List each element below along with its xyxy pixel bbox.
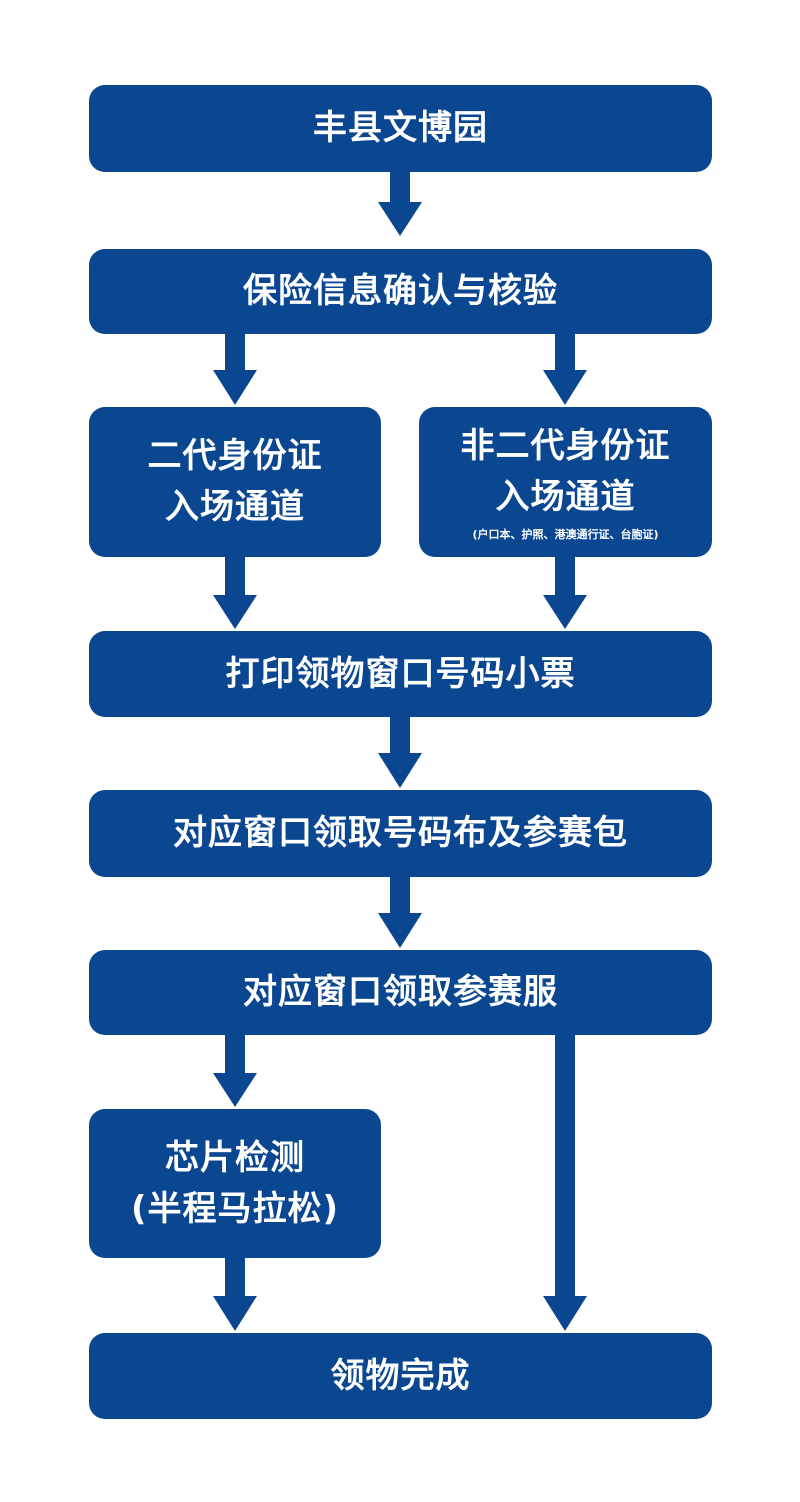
step-non-id2-channel-line1: 非二代身份证 <box>460 426 671 467</box>
step-print-ticket: 打印领物窗口号码小票 <box>89 631 712 717</box>
arrow-chip-to-complete <box>213 1258 257 1331</box>
step-insurance-check: 保险信息确认与核验 <box>89 249 712 334</box>
arrow-print-to-bib <box>378 717 422 788</box>
arrow-insurance-to-id2 <box>213 334 257 405</box>
arrow-id2-to-print <box>213 557 257 629</box>
step-non-id2-channel: 非二代身份证 入场通道 (户口本、护照、港澳通行证、台胞证) <box>419 407 712 557</box>
arrow-venue-to-insurance <box>378 172 422 236</box>
step-id2-channel-line1: 二代身份证 <box>147 436 323 476</box>
step-non-id2-channel-line2: 入场通道 <box>495 477 636 518</box>
step-id2-channel-line2: 入场通道 <box>165 487 305 527</box>
step-venue-label: 丰县文博园 <box>313 108 488 148</box>
step-complete: 领物完成 <box>89 1333 712 1419</box>
step-id2-channel: 二代身份证 入场通道 <box>89 407 381 557</box>
step-insurance-check-label: 保险信息确认与核验 <box>243 271 558 311</box>
arrow-bib-to-shirt <box>378 877 422 948</box>
step-non-id2-channel-note: (户口本、护照、港澳通行证、台胞证) <box>472 528 659 542</box>
step-collect-bib: 对应窗口领取号码布及参赛包 <box>89 790 712 877</box>
arrow-insurance-to-non-id2 <box>543 334 587 405</box>
step-chip-check-line1: 芯片检测 <box>165 1137 305 1178</box>
arrow-non-id2-to-print <box>543 557 587 629</box>
step-complete-label: 领物完成 <box>330 1355 471 1396</box>
step-print-ticket-label: 打印领物窗口号码小票 <box>225 653 576 694</box>
step-chip-check-line2: (半程马拉松) <box>130 1188 340 1229</box>
arrow-shirt-to-chip <box>213 1035 257 1107</box>
step-collect-shirt-label: 对应窗口领取参赛服 <box>243 972 558 1012</box>
step-collect-bib-label: 对应窗口领取号码布及参赛包 <box>173 813 628 853</box>
step-collect-shirt: 对应窗口领取参赛服 <box>89 950 712 1035</box>
step-chip-check: 芯片检测 (半程马拉松) <box>89 1109 381 1258</box>
arrow-shirt-to-complete <box>543 1035 587 1331</box>
step-venue: 丰县文博园 <box>89 85 712 172</box>
